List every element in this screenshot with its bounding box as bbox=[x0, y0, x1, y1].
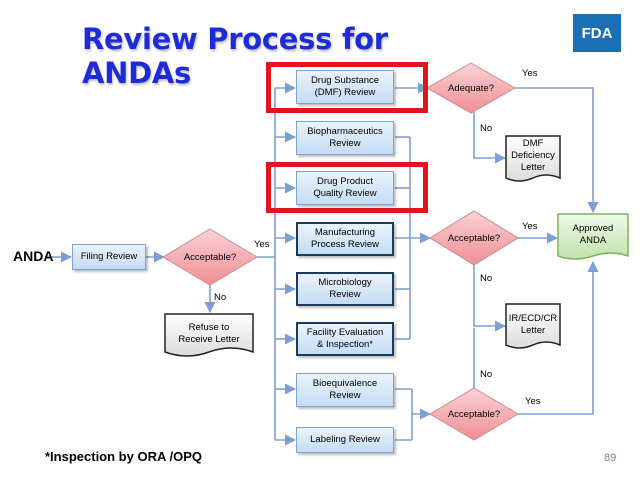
labeling-label: Labeling Review bbox=[310, 434, 380, 445]
refuse-letter-line-1: Refuse to bbox=[189, 322, 230, 333]
drug-substance-highlight bbox=[266, 62, 428, 113]
ir-letter-line-1: IR/ECD/CR bbox=[509, 313, 558, 324]
acceptable-1-label: Acceptable? bbox=[184, 252, 236, 263]
drug-product-highlight bbox=[266, 162, 428, 213]
edge-label-no-2: No bbox=[480, 273, 492, 284]
refuse-letter-shape bbox=[164, 313, 254, 357]
connector-lines bbox=[45, 82, 599, 446]
refuse-letter-line-2: Receive Letter bbox=[178, 334, 239, 345]
dmf-letter-shape bbox=[505, 135, 561, 182]
dmf-letter-line-2: Deficiency bbox=[511, 150, 555, 161]
edge-label-yes-1: Yes bbox=[254, 239, 270, 250]
edge-label-yes-adequate: Yes bbox=[522, 68, 538, 79]
adequate-label: Adequate? bbox=[448, 83, 494, 94]
filing-review-box: Filing Review bbox=[72, 244, 146, 270]
acceptable-3-diamond bbox=[429, 387, 519, 441]
anda-label: ANDA bbox=[13, 248, 54, 264]
acceptable-2-label: Acceptable? bbox=[448, 233, 500, 244]
fda-logo: FDA bbox=[573, 14, 621, 52]
page-number: 89 bbox=[604, 452, 617, 464]
edge-label-no-3: No bbox=[480, 369, 492, 380]
filing-review-label: Filing Review bbox=[80, 251, 138, 262]
facility-box: Facility Evaluation& Inspection* bbox=[296, 322, 394, 356]
adequate-diamond bbox=[425, 62, 517, 114]
acceptable-3-label: Acceptable? bbox=[448, 409, 500, 420]
acceptable-1-diamond bbox=[162, 228, 258, 286]
ir-letter-shape bbox=[505, 303, 561, 349]
edge-label-no-1: No bbox=[214, 292, 226, 303]
approved-shape bbox=[557, 213, 629, 260]
dmf-letter-line-1: DMF bbox=[523, 138, 544, 149]
drug-substance-label: Drug Substance(DMF) Review bbox=[310, 75, 380, 98]
approved-line-1: Approved bbox=[573, 223, 614, 234]
edge-label-no-adequate: No bbox=[480, 123, 492, 134]
approved-line-2: ANDA bbox=[580, 235, 607, 246]
footnote: *Inspection by ORA /OPQ bbox=[45, 449, 202, 464]
facility-label: Facility Evaluation& Inspection* bbox=[306, 327, 384, 350]
acceptable-2-diamond bbox=[429, 210, 519, 266]
edge-label-yes-3: Yes bbox=[525, 396, 541, 407]
page-title: Review Process for ANDAs bbox=[82, 22, 388, 90]
edge-label-yes-2: Yes bbox=[522, 221, 538, 232]
dmf-letter-line-3: Letter bbox=[521, 162, 545, 173]
labeling-box: Labeling Review bbox=[296, 427, 394, 453]
drug-substance-box: Drug Substance(DMF) Review bbox=[296, 70, 394, 104]
ir-letter-line-2: Letter bbox=[521, 325, 545, 336]
